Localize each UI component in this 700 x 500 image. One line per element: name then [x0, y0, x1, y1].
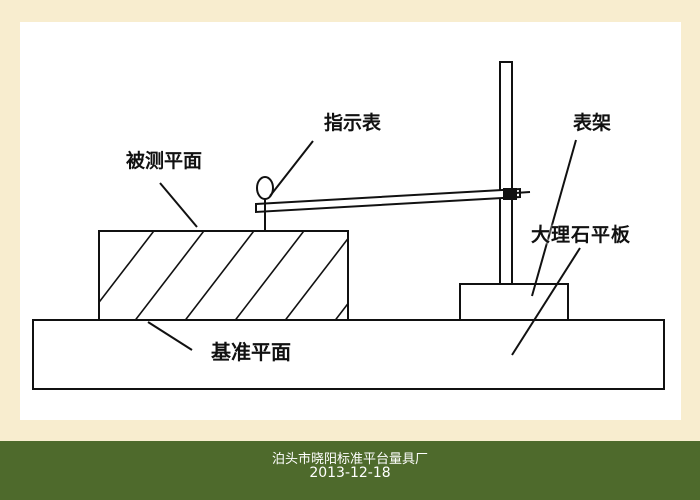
label-tested-plane: 被测平面 — [126, 150, 203, 172]
indicator-arm — [255, 187, 521, 214]
reference-base-plate — [32, 319, 665, 390]
tested-workpiece-block — [98, 230, 349, 321]
leader-stand — [531, 139, 577, 297]
footer-bar: 泊头市晓阳标准平台量具厂 2013-12-18 — [0, 441, 700, 500]
hatch-pattern — [99, 231, 348, 320]
clamp-screw — [514, 191, 531, 194]
stand-base-block — [459, 283, 569, 321]
leader-indicator — [269, 140, 314, 197]
leader-marble-plate — [511, 247, 581, 356]
footer-company: 泊头市晓阳标准平台量具厂 — [271, 452, 428, 467]
label-indicator: 指示表 — [324, 112, 382, 134]
label-marble-plate: 大理石平板 — [531, 224, 632, 246]
stand-post — [499, 61, 513, 285]
leader-lines — [147, 139, 581, 356]
label-stand: 表架 — [573, 112, 612, 134]
arm-clamp — [503, 188, 517, 200]
leader-tested-plane — [159, 182, 198, 228]
footer-date: 2013-12-18 — [309, 465, 391, 481]
label-reference-plane: 基准平面 — [211, 340, 291, 364]
leader-reference-plane — [147, 321, 193, 351]
